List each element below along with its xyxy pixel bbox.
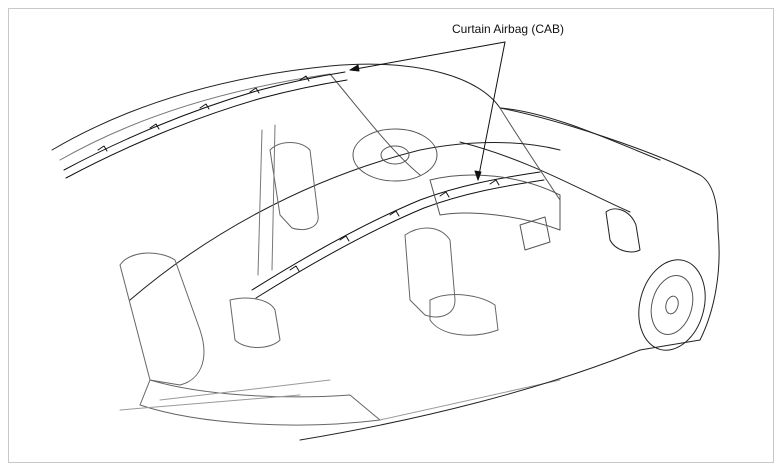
front-wheel bbox=[638, 259, 706, 351]
curtain-airbag-left bbox=[63, 71, 348, 179]
roof-outline bbox=[51, 63, 501, 151]
body-roof-line bbox=[129, 142, 561, 301]
b-pillar bbox=[257, 124, 276, 276]
front-seats bbox=[269, 142, 499, 336]
hood-outline bbox=[499, 107, 719, 231]
callout-label: Curtain Airbag (CAB) bbox=[452, 22, 565, 36]
diagram-frame bbox=[8, 8, 774, 463]
floor-lines bbox=[119, 379, 561, 421]
lower-body-line bbox=[299, 339, 701, 441]
roof-outline-inner bbox=[59, 73, 331, 161]
dashboard bbox=[352, 128, 561, 251]
curtain-airbag-right bbox=[251, 171, 545, 299]
hood-front bbox=[699, 229, 720, 341]
windshield bbox=[329, 73, 561, 201]
side-mirror bbox=[605, 208, 641, 253]
callout-arrows bbox=[349, 41, 506, 181]
right-roof-edge bbox=[499, 107, 661, 161]
